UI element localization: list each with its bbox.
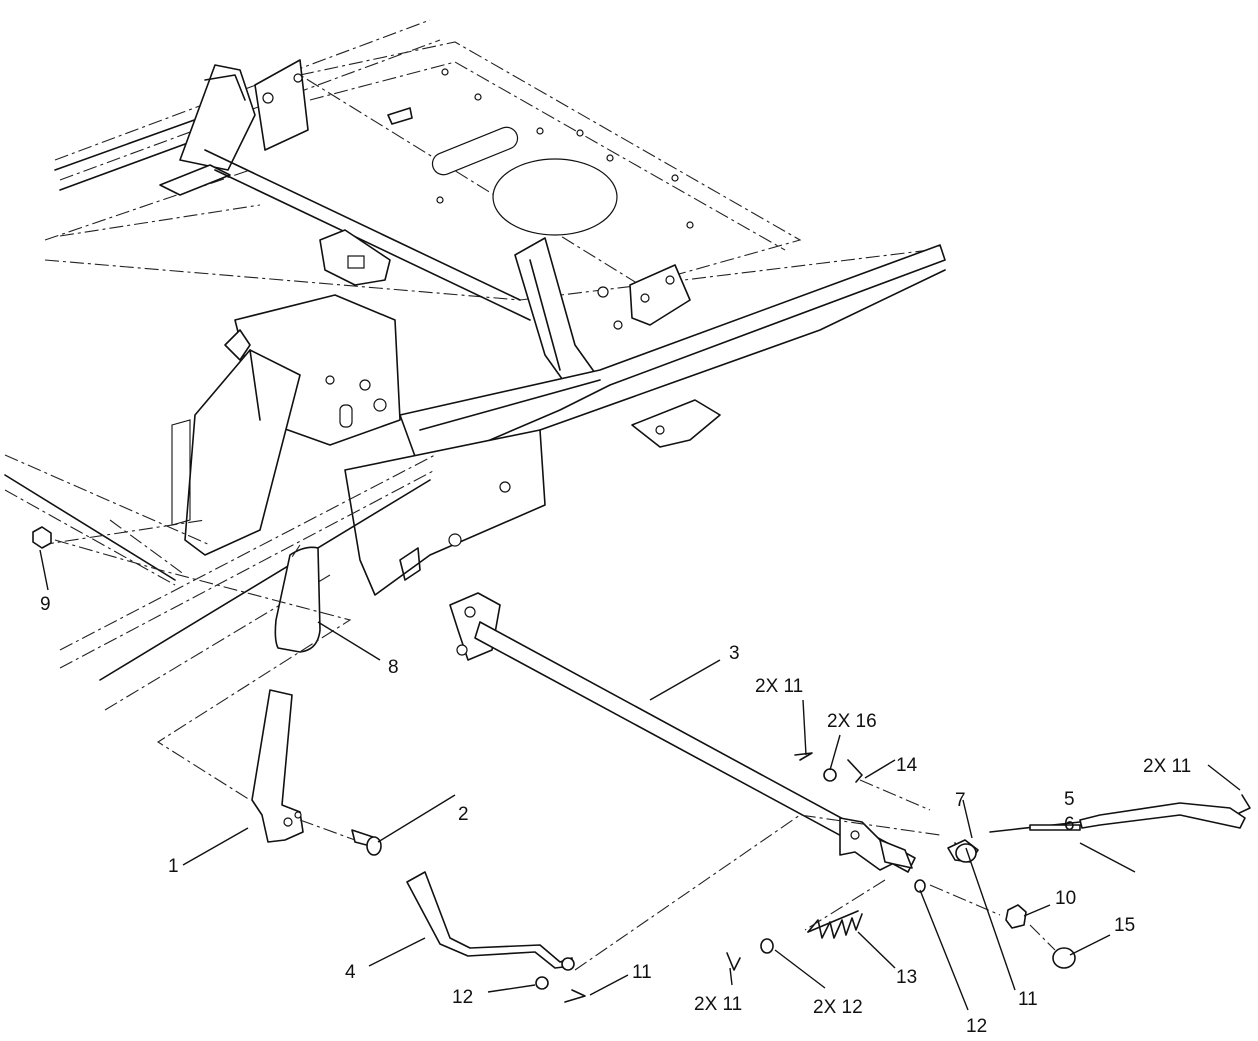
callout-14: 14 bbox=[896, 755, 918, 776]
part-14-cotter-pin bbox=[847, 759, 863, 783]
callout-11-left: 11 bbox=[632, 962, 652, 983]
callout-2x-16: 2X 16 bbox=[827, 711, 877, 732]
callout-8: 8 bbox=[388, 657, 399, 678]
callout-2: 2 bbox=[458, 804, 469, 825]
callout-2x-11-top: 2X 11 bbox=[755, 676, 803, 697]
part-9-nut bbox=[32, 526, 52, 549]
part-11-hairpin bbox=[726, 952, 741, 971]
leader-lines bbox=[39, 549, 1241, 1011]
callout-10: 10 bbox=[1055, 888, 1076, 909]
part-11-hairpin bbox=[564, 989, 586, 1003]
callout-12-left: 12 bbox=[452, 987, 473, 1008]
callout-labels: 1 2 3 4 5 6 7 8 9 10 2X 11 2X 16 14 2X 1… bbox=[40, 594, 1191, 1037]
part-7-clevis bbox=[947, 839, 979, 863]
callout-2x-11-right: 2X 11 bbox=[1143, 756, 1191, 777]
callout-2x-11-bottom: 2X 11 bbox=[694, 994, 742, 1015]
part-12-washer bbox=[760, 938, 774, 954]
part-1-pedal-arm bbox=[251, 689, 304, 843]
callout-5: 5 bbox=[1064, 789, 1075, 810]
callout-12-right: 12 bbox=[966, 1016, 987, 1037]
callout-2x-12: 2X 12 bbox=[813, 997, 863, 1018]
part-5-6-brake-rod bbox=[989, 802, 1246, 833]
callout-11-right: 11 bbox=[1018, 989, 1038, 1010]
deck-slot bbox=[431, 126, 519, 176]
callout-6: 6 bbox=[1064, 814, 1075, 835]
part-16-washer bbox=[823, 768, 837, 782]
part-3-cross-shaft bbox=[449, 592, 916, 873]
callout-7: 7 bbox=[955, 790, 966, 811]
part-11-hairpin bbox=[1234, 794, 1251, 816]
callout-15: 15 bbox=[1114, 915, 1135, 936]
part-13-spring bbox=[807, 910, 863, 939]
part-12-washer bbox=[535, 976, 549, 990]
callout-13: 13 bbox=[896, 967, 917, 988]
callout-9: 9 bbox=[40, 594, 51, 615]
part-10-bushing bbox=[1005, 904, 1027, 929]
callout-1: 1 bbox=[168, 856, 179, 877]
part-15-washer bbox=[1052, 947, 1076, 969]
callout-3: 3 bbox=[729, 643, 740, 664]
assembly-lines bbox=[54, 539, 1056, 971]
part-8-pedal-pad bbox=[274, 546, 321, 653]
part-12-washer bbox=[914, 879, 926, 893]
part-11-hairpin bbox=[794, 752, 813, 761]
frame-assembly bbox=[4, 19, 946, 711]
deck-plate-opening bbox=[492, 158, 618, 236]
callout-4: 4 bbox=[345, 962, 356, 983]
part-4-linkage-rod bbox=[406, 871, 575, 971]
part-2-pivot-pin bbox=[351, 829, 382, 856]
